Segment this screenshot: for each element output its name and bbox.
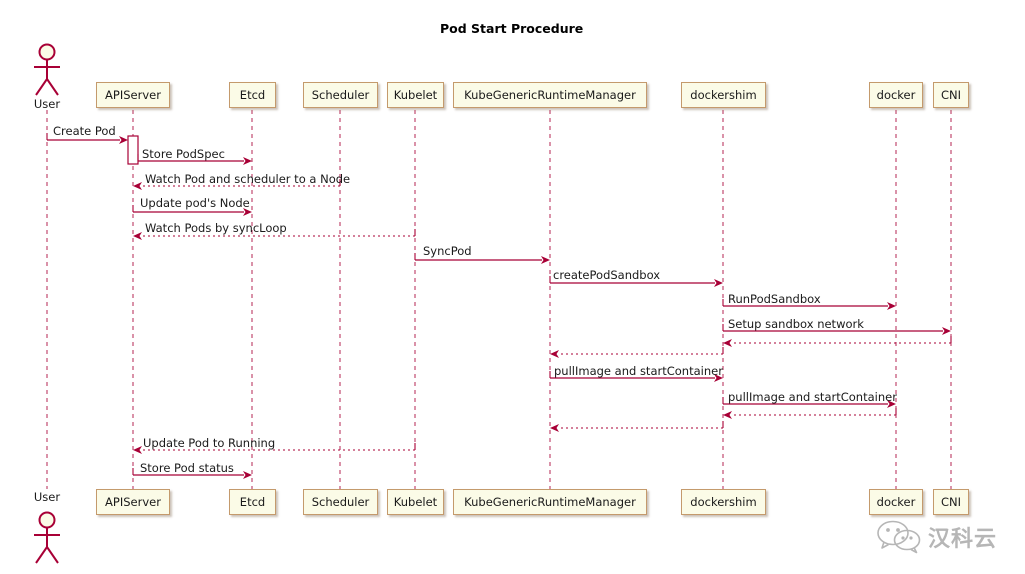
participant-header-apiserver[interactable]: APIServer [96, 82, 170, 108]
message-arrowhead [243, 208, 252, 216]
message-arrowhead [243, 471, 252, 479]
message-arrowhead [714, 279, 723, 287]
participant-footer-kubegenericruntimemanager[interactable]: KubeGenericRuntimeManager [453, 489, 647, 515]
participant-header-etcd[interactable]: Etcd [229, 82, 276, 108]
message-label: Watch Pods by syncLoop [145, 221, 287, 235]
message-8 [722, 299, 896, 310]
message-arrowhead [887, 400, 896, 408]
message-7 [549, 276, 723, 287]
message-arrowhead [550, 350, 559, 358]
message-17 [132, 468, 252, 479]
participant-footer-scheduler[interactable]: Scheduler [303, 489, 378, 515]
actor-label-bottom: User [33, 490, 61, 504]
actor-leg-right [46, 78, 59, 96]
message-12 [549, 371, 723, 382]
message-11 [550, 347, 724, 358]
actor-leg-left [35, 546, 48, 564]
participant-header-docker[interactable]: docker [869, 82, 923, 108]
actor-label-top: User [33, 97, 61, 111]
message-arrowhead [550, 424, 559, 432]
message-3 [133, 179, 341, 190]
message-10 [723, 336, 952, 347]
message-arrowhead [541, 256, 550, 264]
actor-leg-right [46, 546, 59, 564]
participant-footer-apiserver[interactable]: APIServer [96, 489, 170, 515]
message-arrowhead [723, 339, 732, 347]
participant-header-kubelet[interactable]: Kubelet [387, 82, 444, 108]
participant-footer-kubelet[interactable]: Kubelet [387, 489, 444, 515]
message-arrowhead [133, 182, 142, 190]
message-label: Store PodSpec [142, 147, 225, 161]
participant-footer-dockershim[interactable]: dockershim [681, 489, 766, 515]
message-label: Watch Pod and scheduler to a Node [145, 172, 351, 186]
message-arrowhead [714, 374, 723, 382]
message-arrowhead [133, 446, 142, 454]
message-14 [723, 408, 897, 419]
message-6 [414, 253, 550, 264]
message-label: Store Pod status [140, 461, 234, 475]
message-arrowhead [723, 411, 732, 419]
message-16 [133, 443, 416, 454]
message-arrowhead [243, 157, 252, 165]
participant-header-scheduler[interactable]: Scheduler [303, 82, 378, 108]
message-13 [722, 397, 896, 408]
message-label: Create Pod [53, 124, 116, 138]
participant-footer-cni[interactable]: CNI [933, 489, 969, 515]
activation-bar-apiserver [127, 135, 139, 165]
message-arrowhead [942, 327, 951, 335]
message-5 [133, 229, 416, 240]
diagram-title: Pod Start Procedure [440, 21, 584, 36]
message-arrowhead [133, 232, 142, 240]
message-arrowhead [119, 136, 128, 144]
wechat-icon [877, 520, 921, 554]
actor-head [38, 511, 56, 529]
actor-figure [34, 43, 60, 96]
message-label: Setup sandbox network [728, 317, 864, 331]
message-label: pullImage and startContainer [554, 364, 723, 378]
watermark-text: 汉科云 [928, 527, 998, 552]
participant-footer-etcd[interactable]: Etcd [229, 489, 276, 515]
message-arrowhead [887, 302, 896, 310]
participant-header-kubegenericruntimemanager[interactable]: KubeGenericRuntimeManager [453, 82, 647, 108]
actor-head [38, 43, 56, 61]
message-2 [137, 154, 252, 165]
message-9 [722, 324, 951, 335]
participant-header-cni[interactable]: CNI [933, 82, 969, 108]
message-label: Update Pod to Running [143, 436, 276, 450]
message-15 [550, 421, 724, 432]
actor-figure [34, 511, 60, 564]
message-label: RunPodSandbox [728, 292, 821, 306]
message-label: pullImage and startContainer [728, 390, 897, 404]
message-1 [46, 133, 128, 144]
message-label: SyncPod [423, 244, 472, 258]
actor-leg-left [35, 78, 48, 96]
message-4 [132, 205, 252, 216]
participant-header-dockershim[interactable]: dockershim [681, 82, 766, 108]
participant-footer-docker[interactable]: docker [869, 489, 923, 515]
message-label: createPodSandbox [553, 268, 661, 282]
watermark: 汉科云 [876, 520, 997, 554]
message-label: Update pod's Node [140, 196, 250, 210]
